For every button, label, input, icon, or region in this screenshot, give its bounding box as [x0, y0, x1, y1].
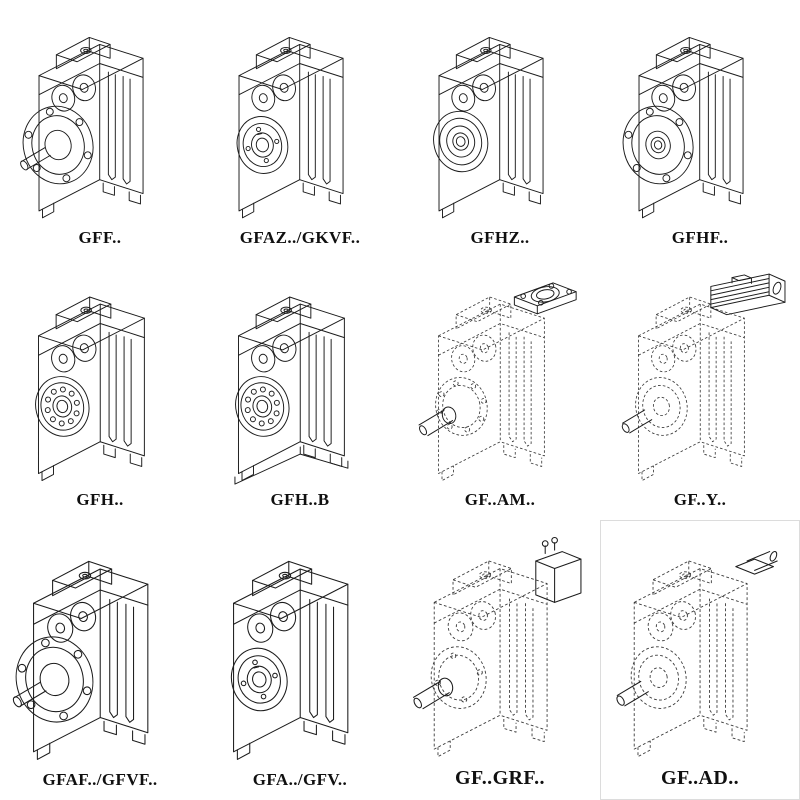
gearbox-flange-hollow-drawing [600, 0, 800, 228]
gearbox-cell: GFF.. [0, 0, 200, 258]
gearbox-model-label: GF..AD.. [660, 767, 740, 789]
gearbox-model-label: GFHF.. [671, 228, 729, 247]
gearbox-hollow-shaft-drawing [400, 0, 600, 228]
gearbox-model-label: GF..AM.. [464, 490, 536, 509]
gearbox-phantom-motor-drawing [600, 258, 800, 490]
gearbox-flange-shaft-drawing [0, 0, 200, 228]
gearbox-hollow-shaft-drawing [200, 0, 400, 228]
gearbox-cell: GFA../GFV.. [200, 520, 400, 800]
gearbox-phantom-adapter-drawing [400, 520, 600, 767]
gearbox-model-label: GF..Y.. [673, 490, 727, 509]
gearbox-model-label: GFAZ../GKVF.. [239, 228, 361, 247]
gearbox-cell: GFAF../GFVF.. [0, 520, 200, 800]
gearbox-model-label: GFHZ.. [470, 228, 530, 247]
gearbox-model-label: GF..GRF.. [455, 767, 545, 789]
gearbox-cell: GF..GRF.. [400, 520, 600, 800]
gearbox-cell: GF..AD.. [600, 520, 800, 800]
gearbox-model-label: GFA../GFV.. [252, 770, 348, 789]
gearbox-cell: GFAZ../GKVF.. [200, 0, 400, 258]
gearbox-model-label: GFH.. [76, 490, 124, 509]
gearbox-hollow-shaft-drawing [200, 520, 400, 770]
gearbox-flange-shaft-drawing [0, 520, 200, 770]
gearbox-model-label: GFF.. [78, 228, 122, 247]
gearbox-cell: GFHZ.. [400, 0, 600, 258]
gearbox-model-label: GFAF../GFVF.. [42, 770, 158, 789]
gearbox-bearing-drawing [0, 258, 200, 490]
gearbox-bearing-foot-drawing [200, 258, 400, 490]
gearbox-cell: GF..AM.. [400, 258, 600, 520]
gearbox-cell: GFHF.. [600, 0, 800, 258]
gearbox-cell: GFH..B [200, 258, 400, 520]
gearbox-cell: GF..Y.. [600, 258, 800, 520]
gearbox-phantom-input-flange-drawing [400, 258, 600, 490]
gearbox-cell: GFH.. [0, 258, 200, 520]
gearbox-model-label: GFH..B [270, 490, 330, 509]
gearbox-phantom-input-shaft-drawing [600, 520, 800, 767]
